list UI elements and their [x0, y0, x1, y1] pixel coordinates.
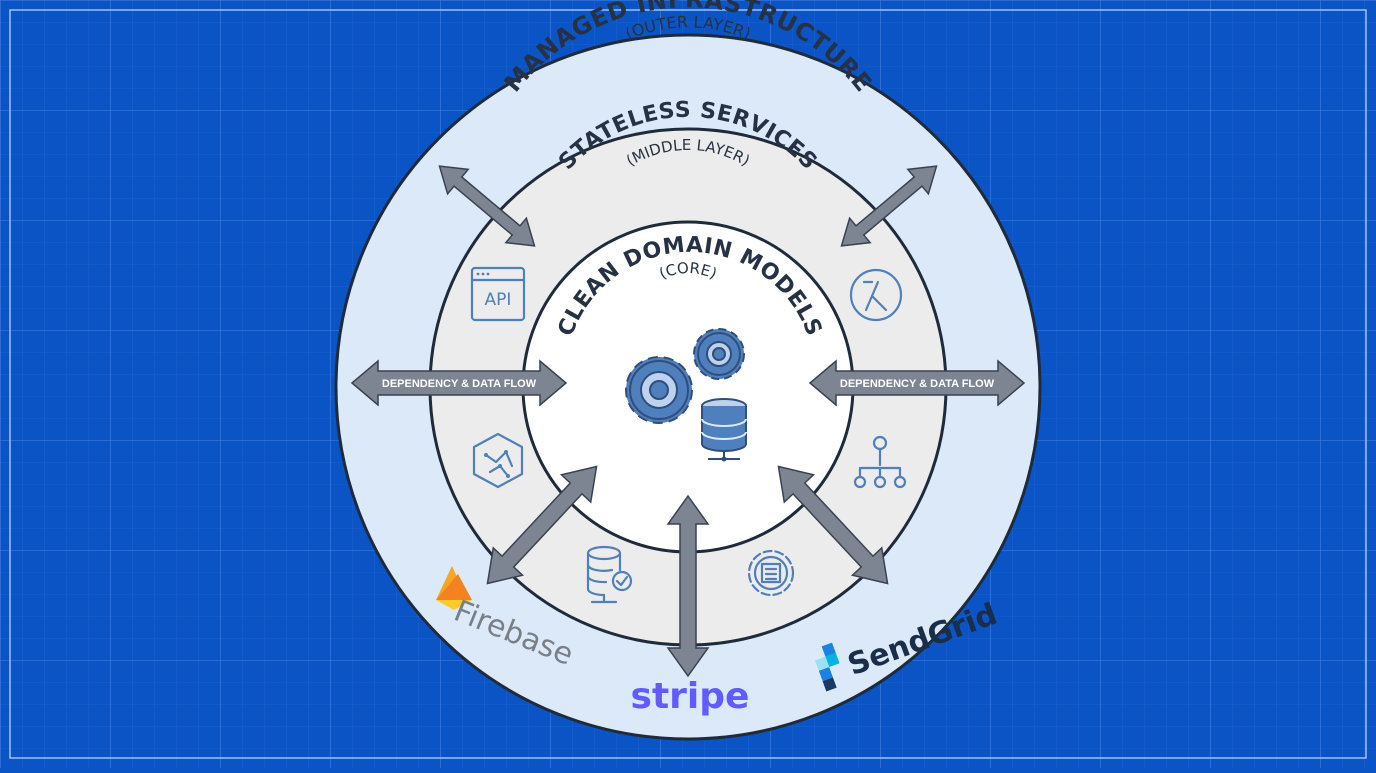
arrow-top-left-shape	[438, 165, 536, 247]
arrow-bottom-right	[777, 465, 889, 585]
arrow-bottom-center	[666, 494, 710, 678]
arrow-bottom-left	[486, 465, 598, 585]
flow-arrow-right: DEPENDENCY & DATA FLOW	[808, 359, 1026, 407]
sendgrid-mark	[815, 642, 840, 692]
blueprint-border	[9, 9, 1367, 759]
arrow-top-right	[840, 165, 938, 247]
stripe-wordmark: stripe	[631, 676, 750, 717]
gear-chip-icon	[747, 549, 795, 597]
flow-label-left: DEPENDENCY & DATA FLOW	[382, 378, 537, 390]
hierarchy-icon	[853, 435, 907, 489]
api-label: API	[485, 290, 512, 310]
lambda-icon	[849, 268, 903, 322]
database-icon	[701, 398, 747, 462]
flow-arrow-left: DEPENDENCY & DATA FLOW	[350, 359, 568, 407]
flow-label-right: DEPENDENCY & DATA FLOW	[840, 378, 995, 390]
database-check-icon	[586, 545, 633, 604]
core-layer-subtitle: (CORE)	[656, 259, 719, 283]
gears-icon	[625, 328, 745, 424]
api-window-icon: API	[470, 266, 526, 322]
network-node-icon	[472, 432, 524, 489]
